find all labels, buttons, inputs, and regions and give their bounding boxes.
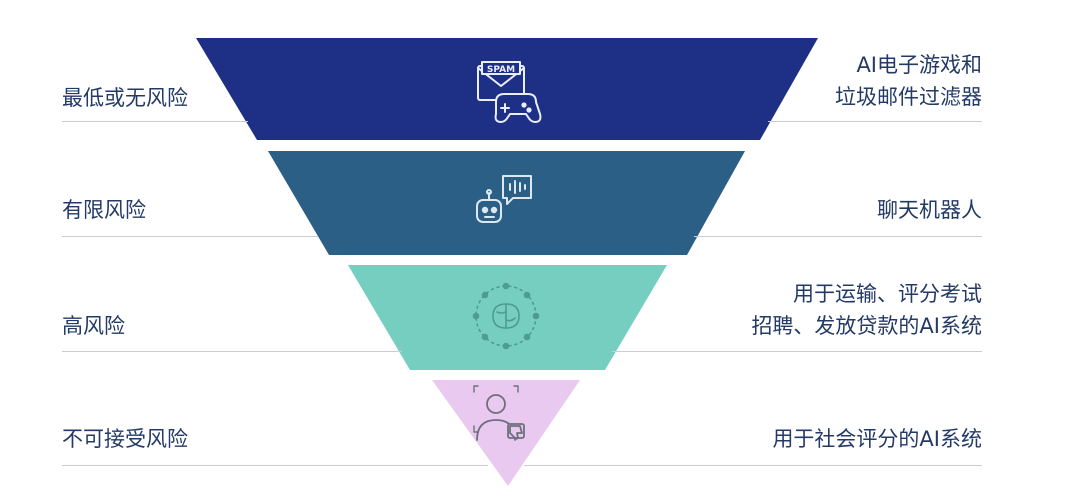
person-thumbs-down-icon <box>473 385 525 441</box>
divider-high-left <box>62 351 402 352</box>
risk-label-limited: 有限风险 <box>62 198 146 222</box>
divider-limited-left <box>62 236 318 237</box>
spam-gamepad-icon: SPAM <box>477 61 542 123</box>
divider-high-right <box>612 351 982 352</box>
example-unacceptable-line-1: 用于社会评分的AI系统 <box>772 427 982 451</box>
tier-3-band <box>348 265 667 370</box>
spam-icon-text: SPAM <box>487 65 515 75</box>
example-high-line-2: 招聘、发放贷款的AI系统 <box>751 314 982 338</box>
divider-minimal-right <box>768 121 982 122</box>
divider-limited-right <box>694 236 982 237</box>
risk-label-unacceptable: 不可接受风险 <box>62 427 188 451</box>
example-high-line-1: 用于运输、评分考试 <box>793 282 982 306</box>
risk-label-high: 高风险 <box>62 314 125 338</box>
tier-4-band <box>432 380 580 486</box>
brain-network-icon <box>472 282 540 350</box>
example-minimal-line-1: AI电子游戏和 <box>856 53 982 77</box>
example-minimal-line-2: 垃圾邮件过滤器 <box>835 85 982 109</box>
tier-1-band <box>196 38 818 140</box>
chatbot-icon <box>476 175 532 223</box>
divider-minimal-left <box>62 121 248 122</box>
divider-unacceptable-right <box>524 465 982 466</box>
divider-unacceptable-left <box>62 465 488 466</box>
risk-label-minimal: 最低或无风险 <box>62 86 188 110</box>
example-limited-line-1: 聊天机器人 <box>877 198 982 222</box>
